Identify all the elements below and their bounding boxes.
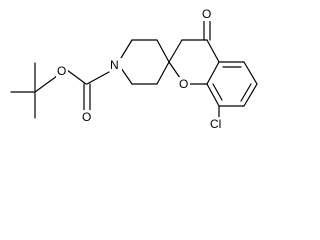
bond-pip-c3-spiro [156,39,170,63]
carbonyl-oxygen-label: O [82,110,91,124]
bond-oxygen-to-carbonyl [66,69,87,85]
label-bg-nitrogen [110,58,122,72]
bond-spiro-to-ring-oxygen [168,61,181,79]
label-bg-carbamate-oxygen [56,64,68,78]
label-bg-chlorine [209,117,229,131]
bond-pip-n-c2 [120,39,133,59]
structure-canvas: O O N O O Cl [10,7,258,131]
chemical-structure-diagram: O O N O O Cl [10,7,258,131]
label-bg-carbonyl-oxygen [81,110,93,124]
carbamate-oxygen-label: O [57,64,66,78]
nitrogen-label: N [110,58,119,72]
bond-benzene-c6-c7 [243,83,258,107]
bond-carbonyl-to-nitrogen [86,71,110,85]
bond-pip-c6-n [120,67,133,85]
bond-pip-spiro-c5 [156,61,170,85]
bond-spiro-to-ch2 [168,39,183,63]
bond-aromatic-inner-left [212,83,223,101]
bond-benzene-c8a-c4a [206,61,220,85]
bond-benzene-c8-c8a [206,83,220,107]
bond-ketone-c-to-c4a [206,39,220,63]
bond-tbu-to-oxygen [34,75,58,93]
ketone-oxygen-label: O [202,7,211,21]
label-bg-ketone-oxygen [201,7,213,21]
chlorine-label: Cl [210,117,221,131]
label-bg-ring-oxygen [178,77,190,91]
ring-oxygen-label: O [179,77,188,91]
bond-aromatic-inner-right [240,83,252,102]
bond-benzene-c5-c6 [243,61,258,85]
